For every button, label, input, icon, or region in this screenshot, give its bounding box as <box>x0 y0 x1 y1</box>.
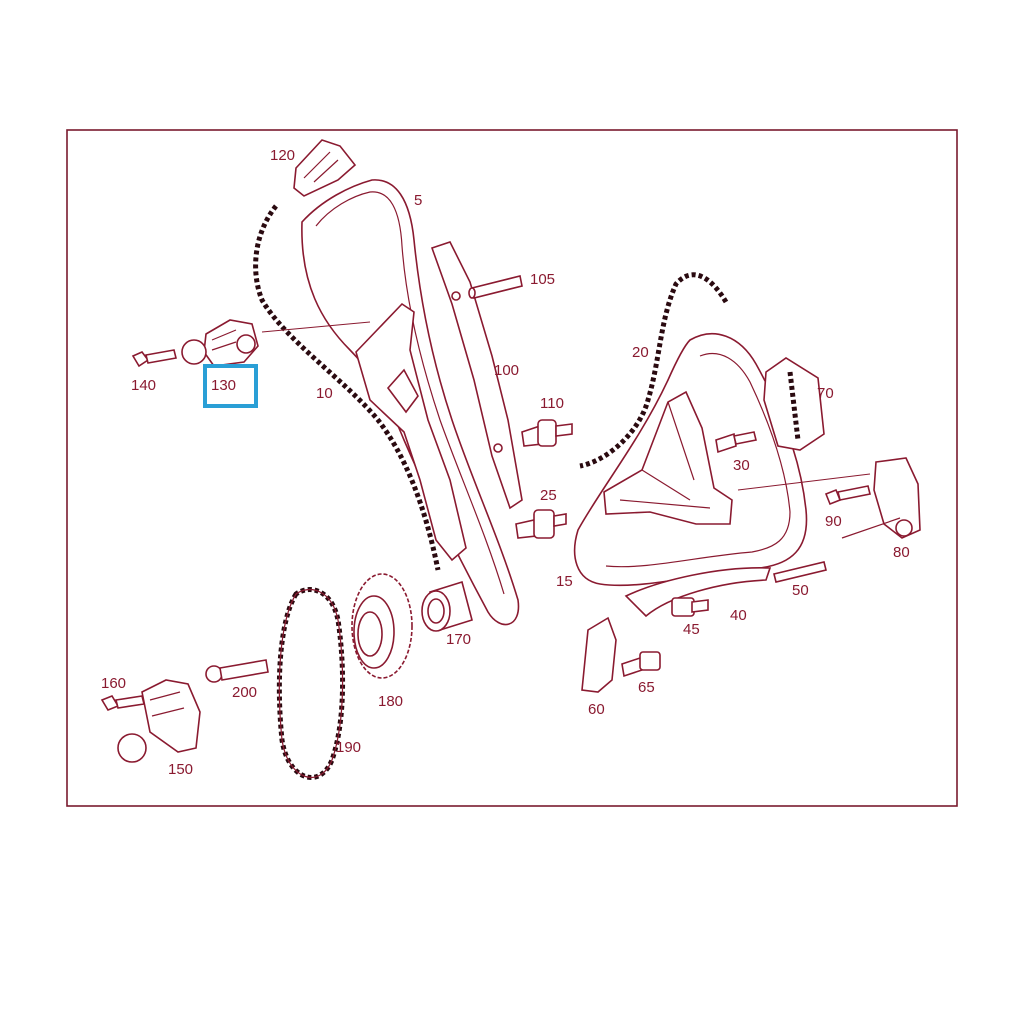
part-60-guide[interactable] <box>581 616 617 693</box>
label-65: 65 <box>638 679 655 696</box>
part-20-chain[interactable] <box>579 272 729 469</box>
part-200-bolt[interactable] <box>205 659 269 683</box>
part-160-bolt[interactable] <box>100 695 145 711</box>
label-130: 130 <box>211 377 236 394</box>
label-120: 120 <box>270 147 295 164</box>
label-30: 30 <box>733 457 750 474</box>
part-190-chain-outline <box>278 589 344 778</box>
part-130-chain-tensioner[interactable] <box>203 319 259 367</box>
part-50-pin[interactable] <box>773 561 827 583</box>
part-70-guide[interactable] <box>763 357 825 451</box>
label-60: 60 <box>588 701 605 718</box>
label-40: 40 <box>730 607 747 624</box>
part-170-sleeve[interactable] <box>421 580 473 632</box>
label-90: 90 <box>825 513 842 530</box>
part-130-o-ring <box>181 339 207 365</box>
diagram-frame <box>66 129 958 807</box>
label-140: 140 <box>131 377 156 394</box>
label-200: 200 <box>232 684 257 701</box>
part-45-bolt[interactable] <box>671 597 709 617</box>
part-right-guide-carrier[interactable] <box>603 390 733 525</box>
part-100-guide-rail[interactable] <box>430 241 523 510</box>
label-15: 15 <box>556 573 573 590</box>
selected-part-highlight[interactable] <box>203 364 258 408</box>
label-180: 180 <box>378 693 403 710</box>
label-160: 160 <box>101 675 126 692</box>
label-5: 5 <box>414 192 422 209</box>
label-20: 20 <box>632 344 649 361</box>
label-10: 10 <box>316 385 333 402</box>
leader-80 <box>737 473 871 491</box>
part-25-bolt[interactable] <box>515 509 567 539</box>
part-110-bolt[interactable] <box>521 419 573 447</box>
part-10-chain[interactable] <box>253 204 441 571</box>
part-10-tensioner-rail[interactable] <box>355 302 467 562</box>
label-110: 110 <box>540 395 564 412</box>
part-30-bolt[interactable] <box>715 431 757 454</box>
part-120-upper-guide[interactable] <box>293 139 357 197</box>
part-140-bolt[interactable] <box>131 349 177 368</box>
label-80: 80 <box>893 544 910 561</box>
part-150-tensioner[interactable] <box>141 679 201 753</box>
part-150-o-ring <box>117 733 147 763</box>
label-150: 150 <box>168 761 193 778</box>
leader-130 <box>261 321 371 333</box>
label-70: 70 <box>817 385 834 402</box>
label-45: 45 <box>683 621 700 638</box>
part-190-chain[interactable] <box>276 587 346 780</box>
label-170: 170 <box>446 631 471 648</box>
label-105: 105 <box>530 271 555 288</box>
label-100: 100 <box>494 362 519 379</box>
part-80-tensioner[interactable] <box>841 457 921 539</box>
part-105-pin[interactable] <box>468 275 523 299</box>
part-65-bolt[interactable] <box>621 651 661 678</box>
part-180-sprocket[interactable] <box>351 573 413 679</box>
label-190: 190 <box>336 739 361 756</box>
label-25: 25 <box>540 487 557 504</box>
part-40-lower-guide[interactable] <box>624 567 772 618</box>
label-50: 50 <box>792 582 809 599</box>
part-90-bolt[interactable] <box>824 485 871 506</box>
